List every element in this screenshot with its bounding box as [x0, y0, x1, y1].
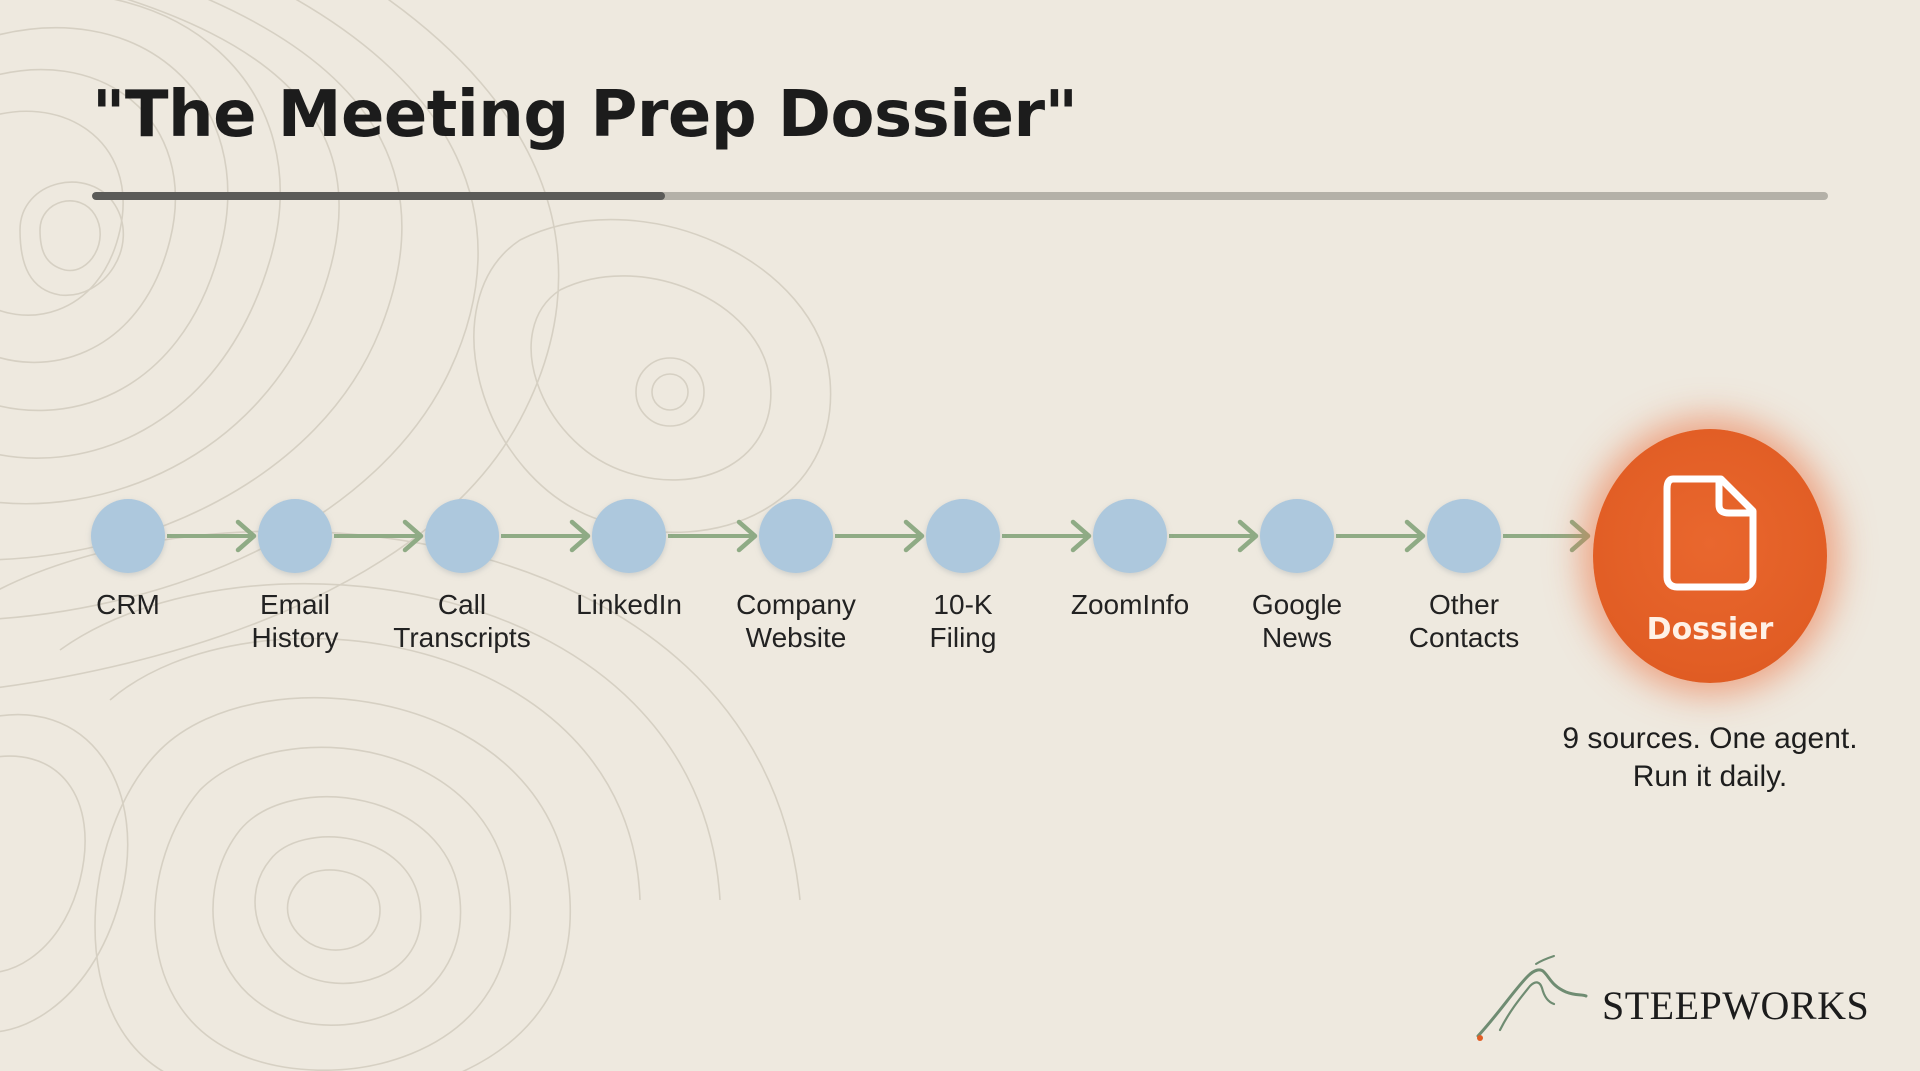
source-node [1427, 499, 1501, 573]
source-label-line-1: Google [1251, 589, 1343, 620]
pipeline-caption: 9 sources. One agent. Run it daily. [1510, 720, 1910, 796]
document-icon [1663, 475, 1757, 591]
flow-arrow [1169, 519, 1259, 553]
flow-arrow [1002, 519, 1092, 553]
source-label-line-1: Company [736, 589, 856, 620]
source-node [1260, 499, 1334, 573]
source-label-line-2: News [1261, 622, 1332, 653]
progress-bar-fill [92, 192, 665, 200]
source-label-line-2: Transcripts [393, 622, 531, 653]
source-label: ZoomInfo [1030, 588, 1230, 621]
flow-arrow [501, 519, 591, 553]
dossier-output-node: Dossier [1593, 429, 1827, 683]
source-node [926, 499, 1000, 573]
source-label-line-2: History [251, 622, 339, 653]
flow-arrow [1336, 519, 1426, 553]
source-label-line-1: Call [437, 589, 487, 620]
flow-arrow [668, 519, 758, 553]
mountain-logo-icon [1476, 955, 1588, 1041]
source-node [759, 499, 833, 573]
flow-arrow [167, 519, 257, 553]
source-node [258, 499, 332, 573]
source-label-line-1: LinkedIn [576, 589, 682, 620]
source-node [91, 499, 165, 573]
flow-arrow [1503, 519, 1591, 553]
source-label-line-2: Filing [929, 622, 997, 653]
source-label-line-1: Email [259, 589, 330, 620]
caption-line-1: 9 sources. One agent. [1562, 722, 1858, 755]
source-label-line-1: ZoomInfo [1070, 589, 1190, 620]
flow-arrow [334, 519, 424, 553]
source-label-line-1: CRM [96, 589, 160, 620]
source-node [1093, 499, 1167, 573]
source-label-line-1: 10-K [933, 589, 993, 620]
brand: STEEPWORKS [1470, 950, 1890, 1045]
page-title: "The Meeting Prep Dossier" [92, 78, 1078, 152]
brand-name: STEEPWORKS [1602, 983, 1870, 1028]
flow-arrow [835, 519, 925, 553]
caption-line-2: Run it daily. [1632, 760, 1788, 793]
source-label-line-2: Website [745, 622, 847, 653]
dossier-label: Dossier [1646, 612, 1774, 647]
source-label: CRM [28, 588, 228, 621]
progress-bar [92, 192, 1828, 200]
source-label-line-1: Other [1428, 589, 1500, 620]
source-node [425, 499, 499, 573]
source-label-line-2: Contacts [1408, 622, 1520, 653]
source-node [592, 499, 666, 573]
source-label: LinkedIn [529, 588, 729, 621]
